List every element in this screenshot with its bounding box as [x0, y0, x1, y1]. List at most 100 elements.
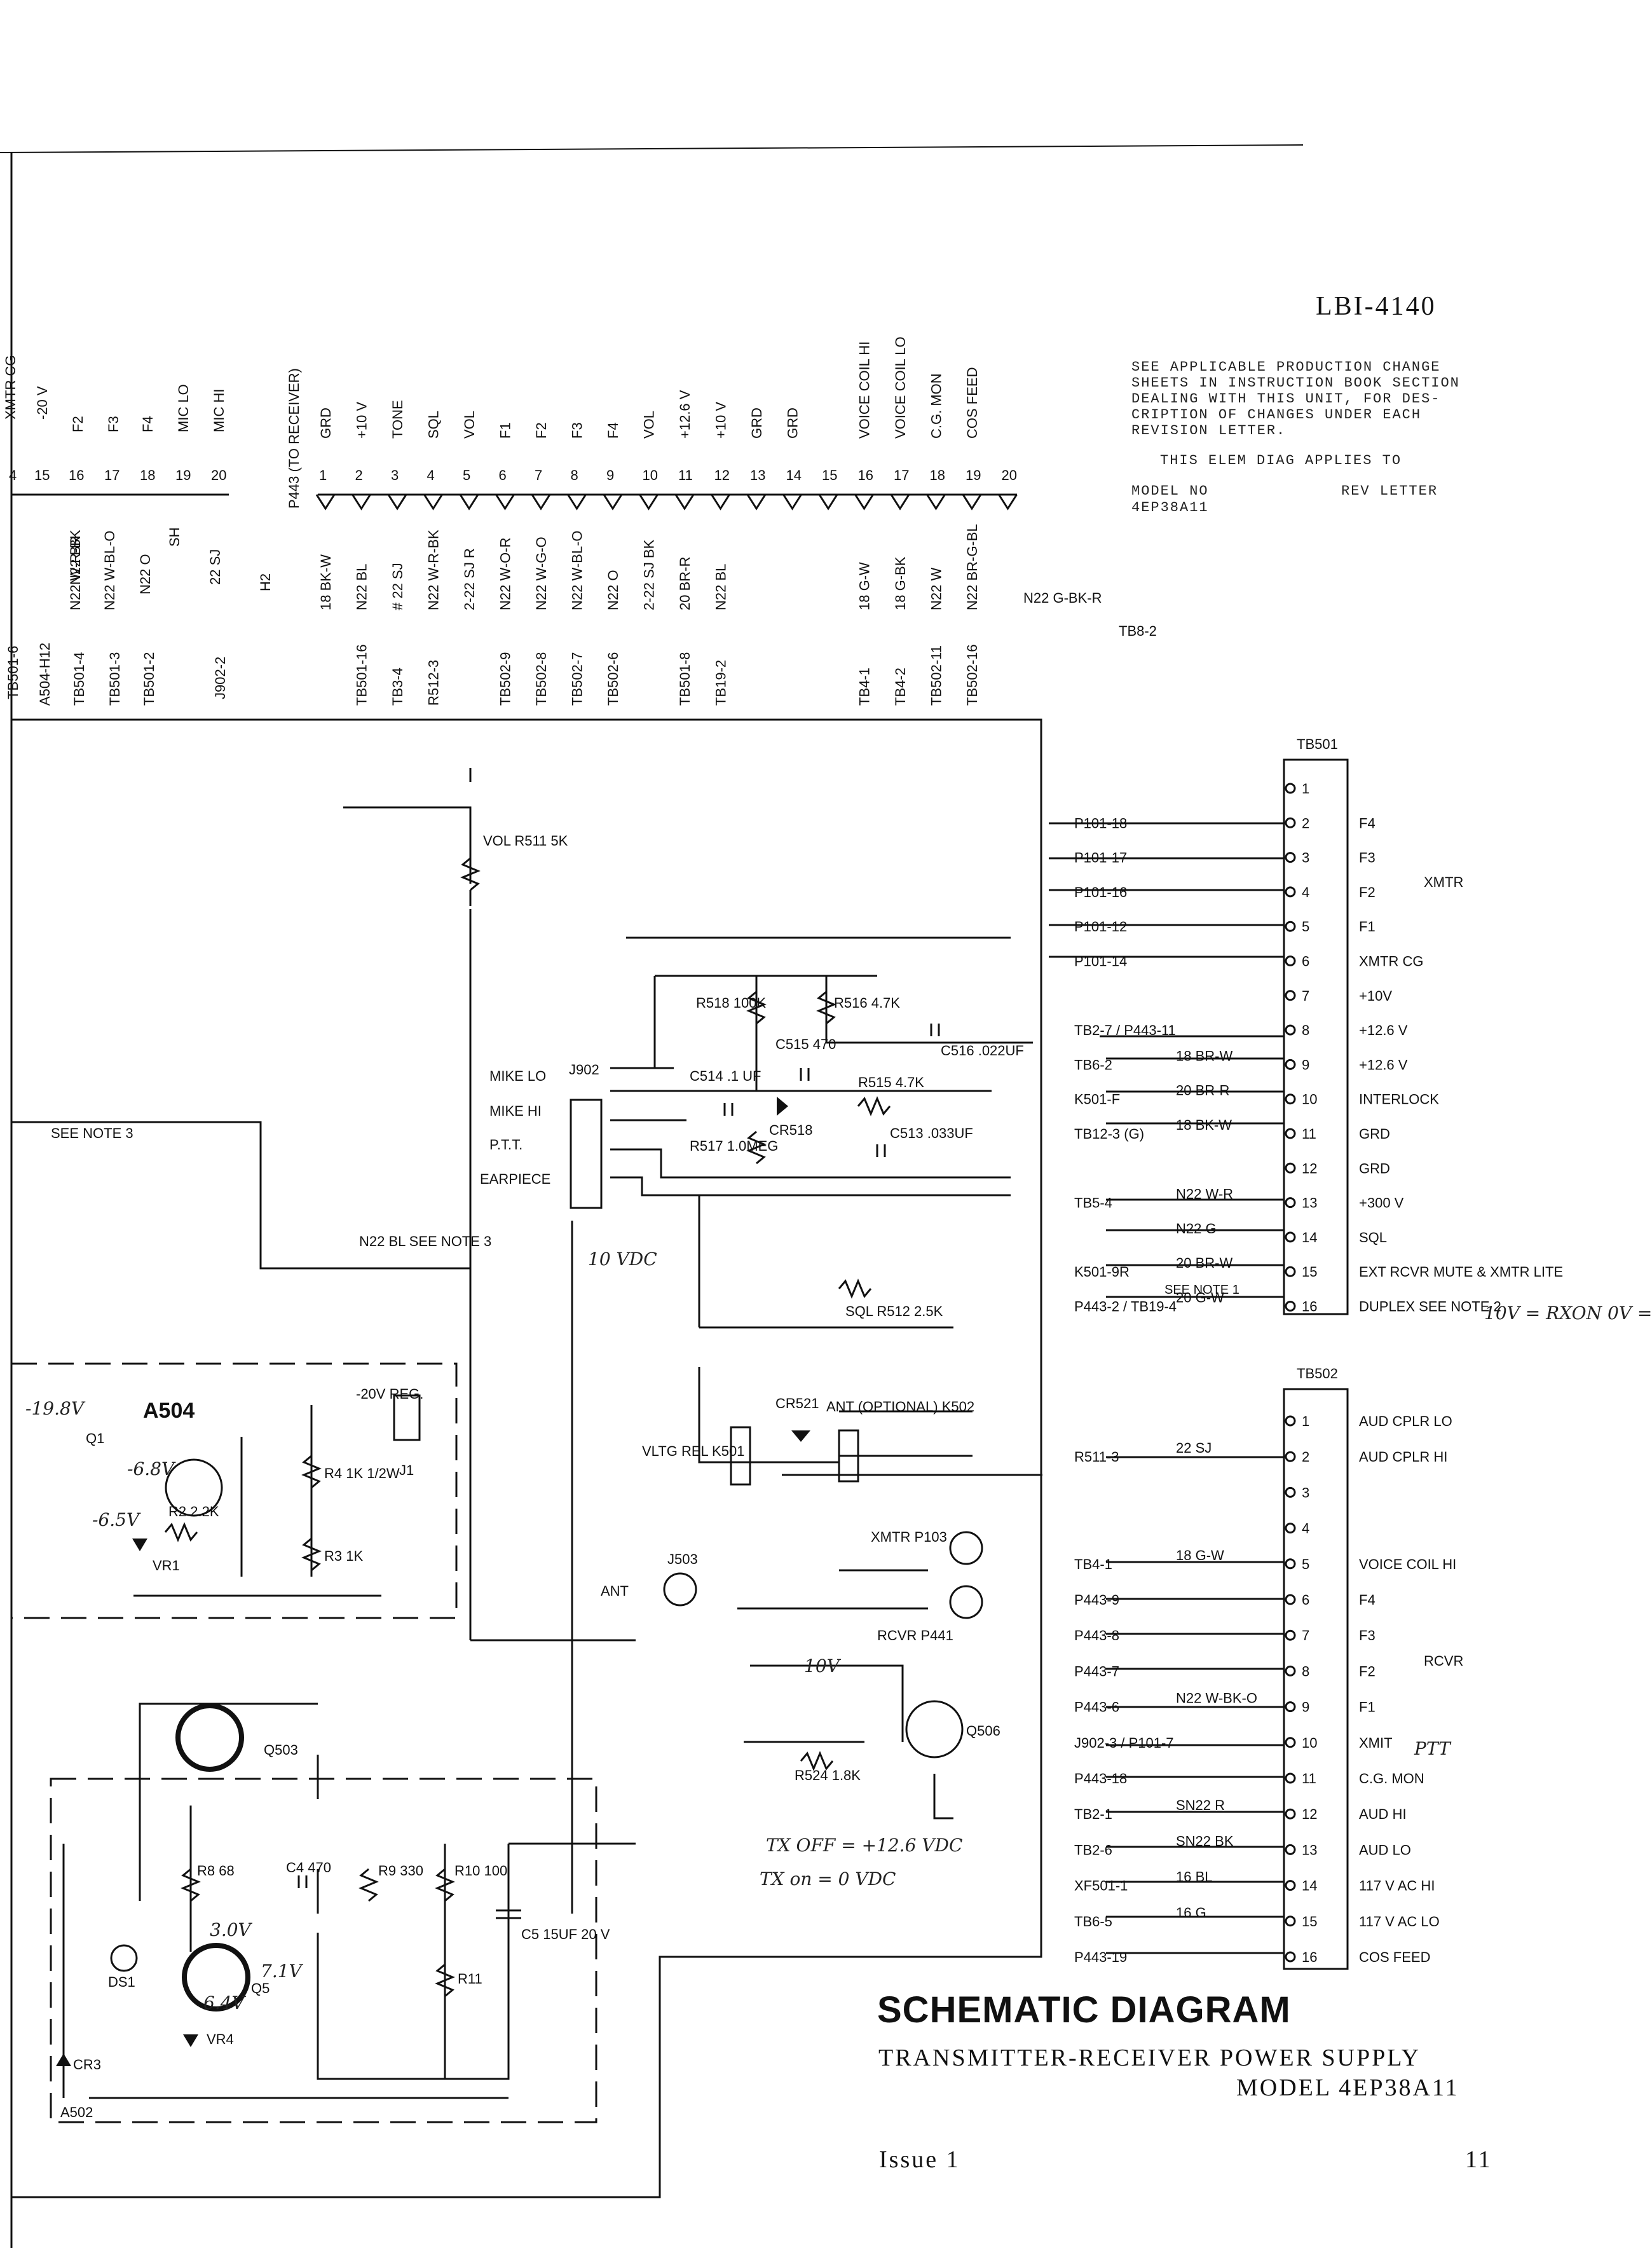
- left-signal-label: -20 V: [34, 386, 50, 420]
- q1-emitter-voltage: -6.5V: [92, 1509, 141, 1530]
- p443-pin-number: 1: [319, 467, 327, 483]
- q1-collector-voltage: -19.8V: [25, 1398, 86, 1419]
- q5-collector-voltage: 3.0V: [210, 1919, 253, 1940]
- tb501-function-label: F2: [1359, 884, 1376, 900]
- tb501-wire-label: 20 G-W: [1176, 1290, 1224, 1306]
- p443-signal-label: F3: [570, 422, 585, 439]
- tb501-left-ref: TB2-7 / P443-11: [1074, 1022, 1176, 1038]
- p443-signal-label: +12.6 V: [677, 390, 693, 439]
- tb502-function-label: C.G. MON: [1359, 1771, 1424, 1786]
- p443-pin-number: 8: [571, 467, 578, 483]
- tb501-pin-mark: [1285, 921, 1296, 932]
- r517-label: R517 1.0MEG: [690, 1138, 778, 1154]
- ds1-lamp-symbol: [110, 1944, 138, 1972]
- tb501-pin-number: 13: [1302, 1195, 1317, 1211]
- tb502-left-ref: P443-9: [1074, 1592, 1119, 1608]
- tb502-function-label: AUD HI: [1359, 1806, 1407, 1822]
- left-terminal-label: TB501-4: [71, 652, 87, 706]
- c514-label: C514 .1 UF: [690, 1068, 761, 1084]
- r11-symbol: [435, 1963, 455, 1998]
- p443-wire-label: N22 BL: [354, 564, 370, 610]
- p443-pin-mark: [495, 494, 515, 511]
- tb502-left-ref: TB2-1: [1074, 1806, 1112, 1822]
- r10-symbol: [435, 1868, 455, 1902]
- p443-signal-label: VOL: [641, 411, 657, 439]
- note-line-5: REVISION LETTER.: [1131, 423, 1287, 439]
- vr4-label: VR4: [207, 2031, 234, 2047]
- a502-label: A502: [60, 2104, 93, 2120]
- left-signal-label: F2: [70, 416, 86, 432]
- tb502-function-label: F2: [1359, 1663, 1376, 1679]
- q1-label: Q1: [86, 1430, 104, 1446]
- left-terminal-label: TB501-2: [141, 652, 157, 706]
- p443-pin-mark: [674, 494, 695, 511]
- p443-signal-label: +10 V: [713, 402, 729, 439]
- j902-pin-mike-lo: MIKE LO: [489, 1068, 546, 1084]
- p443-pin-number: 5: [463, 467, 470, 483]
- vr1-label: VR1: [153, 1558, 180, 1573]
- tb501-left-ref: K501-9R: [1074, 1264, 1130, 1280]
- k501-label: VLTG REL K501: [642, 1443, 744, 1459]
- tb502-pin-mark: [1285, 1415, 1296, 1427]
- model-no-label: MODEL NO: [1131, 483, 1209, 499]
- j1-label: J1: [399, 1462, 414, 1478]
- q5-label: Q5: [251, 1980, 270, 1996]
- p443-wire-label: 18 G-W: [857, 562, 873, 610]
- tb502-pin-number: 9: [1302, 1699, 1309, 1715]
- duplex-annotation: 10V = RXON 0V = MUTE: [1484, 1303, 1652, 1324]
- tb502-pin-mark: [1285, 1486, 1296, 1498]
- p443-terminal-label: R512-3: [426, 660, 442, 706]
- a504-module-outline: [10, 1362, 458, 1619]
- tb501-function-label: +10V: [1359, 988, 1392, 1004]
- r517-symbol: [746, 1130, 767, 1165]
- p443-pin-number: 19: [966, 467, 981, 483]
- p443-pin-mark: [998, 494, 1018, 511]
- p443-signal-label: VOL: [461, 411, 477, 439]
- q5-transistor-symbol: [182, 1943, 250, 2012]
- r2-label: R2 2.2K: [168, 1504, 219, 1519]
- cr518-label: CR518: [769, 1122, 812, 1138]
- left-pin-label: 16: [69, 467, 84, 483]
- tb502-left-ref: R511-3: [1074, 1449, 1119, 1465]
- p443-wire-label: 20 BR-R: [677, 557, 693, 610]
- tb502-pin-number: 2: [1302, 1449, 1309, 1465]
- tb502-pin-number: 11: [1302, 1771, 1316, 1786]
- tb502-wire-label: N22 W-BK-O: [1176, 1690, 1257, 1706]
- p443-label: P443 (TO RECEIVER): [286, 368, 302, 509]
- p443-terminal-label: TB4-1: [857, 668, 873, 706]
- tb502-pin-number: 14: [1302, 1878, 1317, 1894]
- r524-label: R524 1.8K: [795, 1767, 861, 1783]
- left-terminal-label: J902-2: [212, 657, 228, 699]
- tb501-pin-number: 5: [1302, 919, 1309, 935]
- tb501-pin-number: 16: [1302, 1299, 1317, 1315]
- cr521-diode-symbol: [791, 1430, 810, 1442]
- p443-pin-mark: [315, 494, 336, 511]
- q503-label: Q503: [264, 1742, 298, 1758]
- tb502-pin-mark: [1285, 1951, 1296, 1963]
- tb501-wire-label: 20 BR-R: [1176, 1083, 1229, 1099]
- tb502-pin-number: 12: [1302, 1806, 1317, 1822]
- tb502-function-label: 117 V AC HI: [1359, 1878, 1435, 1894]
- tb502-pin-mark: [1285, 1523, 1296, 1534]
- tb502-function-label: F4: [1359, 1592, 1376, 1608]
- left-pin-label: 4: [9, 467, 17, 483]
- tb502-pin-number: 16: [1302, 1949, 1317, 1965]
- p443-wire-label: 2-22 SJ BK: [641, 539, 657, 610]
- tb502-pin-number: 8: [1302, 1663, 1309, 1679]
- tb501-pin-mark: [1285, 1059, 1296, 1070]
- tb501-function-label: +12.6 V: [1359, 1057, 1408, 1073]
- left-wire-label: N22 BR: [67, 536, 83, 585]
- tb502-wire-label: 22 SJ: [1176, 1440, 1212, 1456]
- p443-terminal-label: TB502-6: [605, 652, 621, 706]
- p443-pin-mark: [459, 494, 479, 511]
- cr3-diode-symbol: [56, 2053, 71, 2066]
- tb501-wire-label: 18 BK-W: [1176, 1117, 1232, 1133]
- tb501-pin-mark: [1285, 1266, 1296, 1277]
- tb502-pin-number: 10: [1302, 1735, 1317, 1751]
- tb502-title: TB502: [1297, 1366, 1338, 1381]
- q1-base-voltage: -6.8V: [127, 1458, 176, 1479]
- tb501-function-label: INTERLOCK: [1359, 1092, 1439, 1107]
- p443-pin-mark: [818, 494, 838, 511]
